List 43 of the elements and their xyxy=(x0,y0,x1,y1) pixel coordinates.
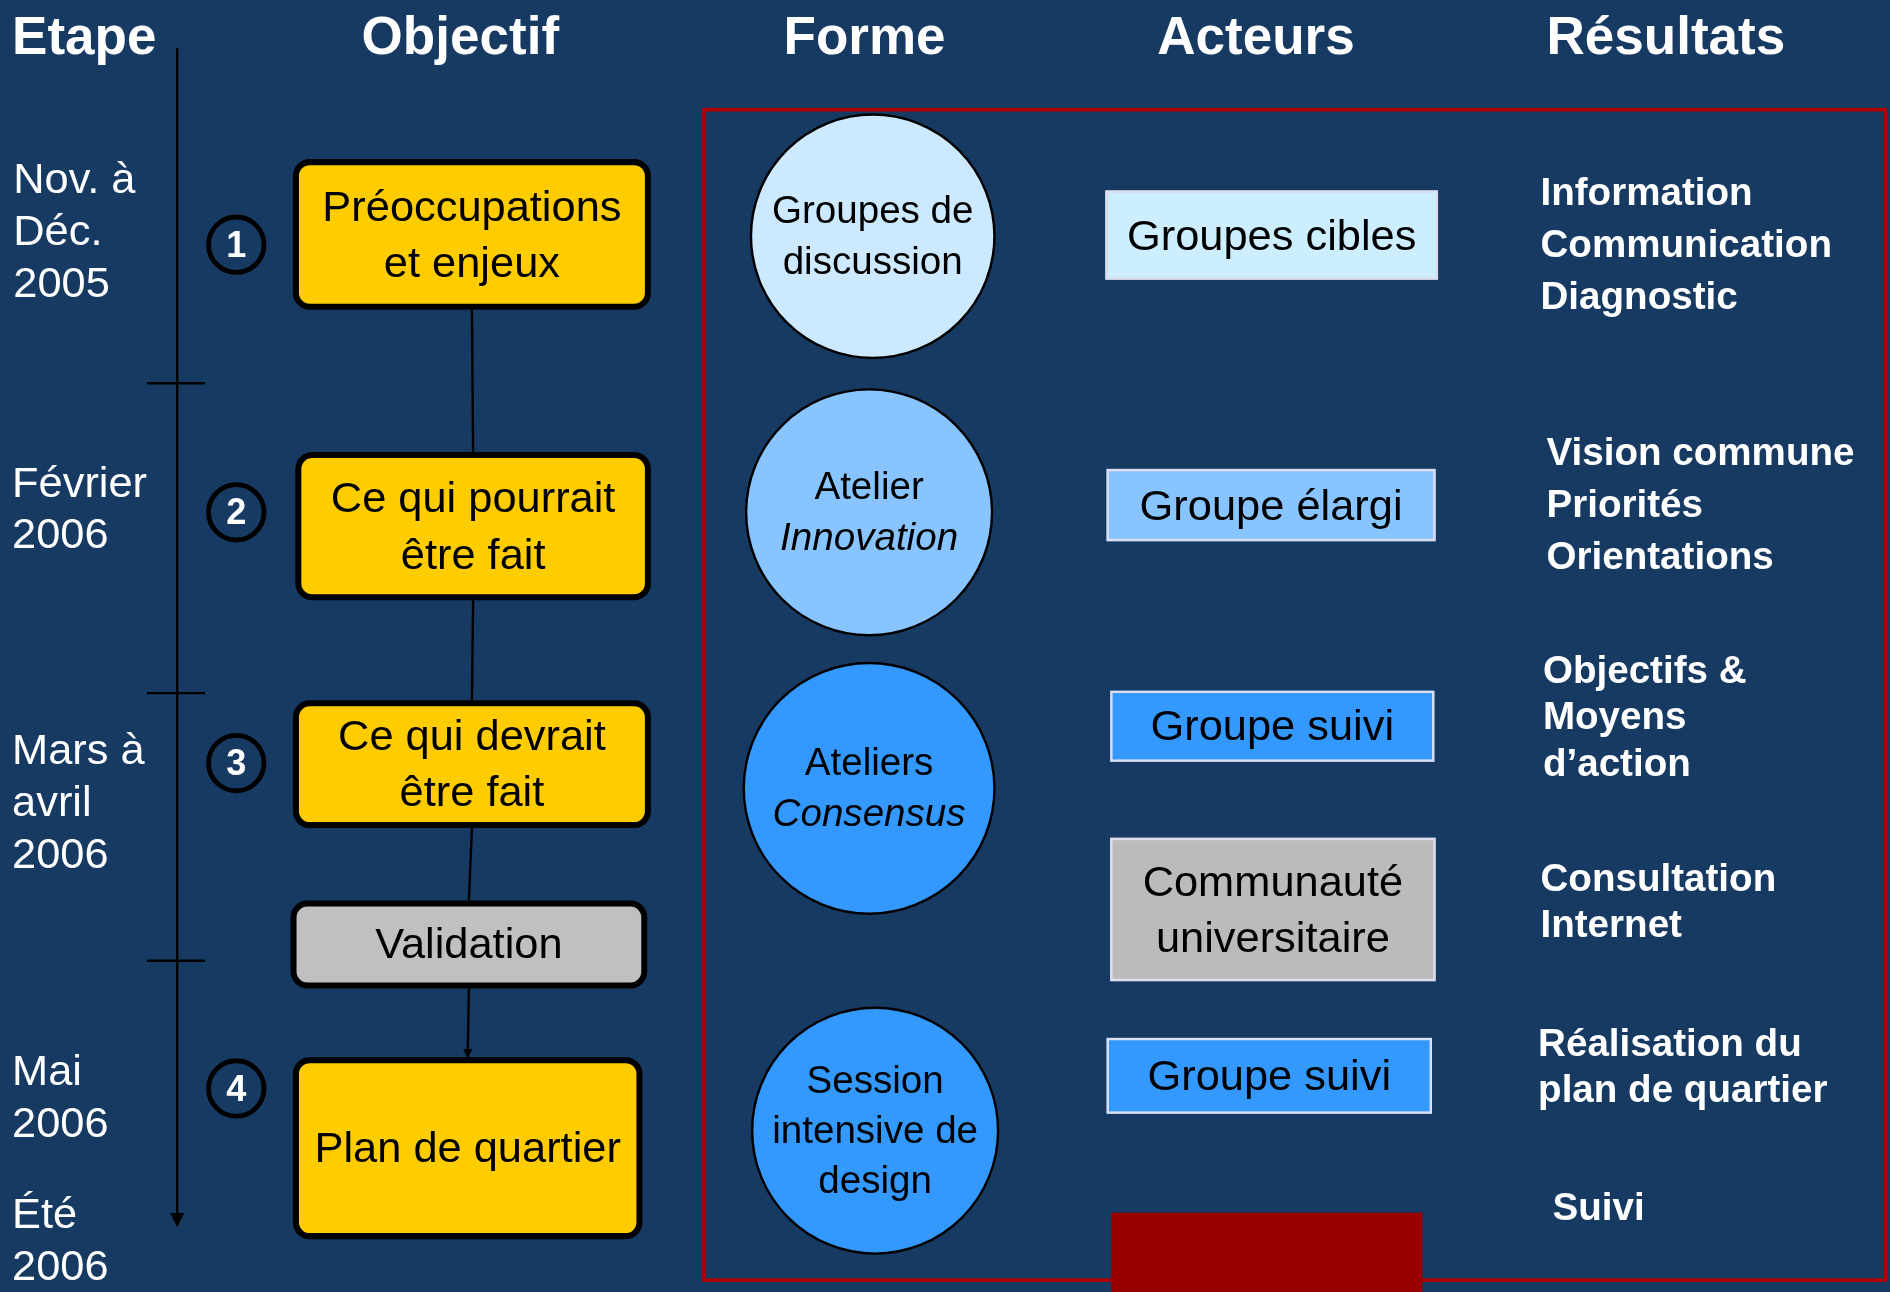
result-label: Réalisation du plan de quartier xyxy=(1538,1019,1829,1113)
step-number-circle: 1 xyxy=(206,214,267,275)
result-label: Vision commune xyxy=(1546,429,1855,476)
actor-box: Communauté universitaire xyxy=(1110,837,1436,982)
step-number-circle: 2 xyxy=(206,482,267,543)
result-label: Priorités xyxy=(1546,481,1703,528)
column-header: Acteurs xyxy=(1157,5,1355,68)
date-label: Été 2006 xyxy=(12,1187,110,1292)
banner-box xyxy=(1111,1212,1423,1292)
result-label: Diagnostic xyxy=(1540,272,1738,319)
objective-box: Validation xyxy=(290,900,648,989)
actor-box: Groupe suivi xyxy=(1110,690,1435,762)
objective-box: Plan de quartier xyxy=(292,1057,643,1240)
date-label: Nov. à Déc. 2005 xyxy=(13,152,137,309)
step-number-circle: 3 xyxy=(206,732,267,794)
format-circle: Atelier Innovation xyxy=(744,388,994,637)
column-header: Objectif xyxy=(361,5,560,68)
objective-box: Préoccupations et enjeux xyxy=(292,159,651,310)
result-label: Information xyxy=(1540,168,1753,216)
actor-box: Groupe élargi xyxy=(1106,468,1436,542)
format-circle: Ateliers Consensus xyxy=(742,661,996,915)
objective-box: Ce qui pourrait être fait xyxy=(295,452,651,601)
connector-line xyxy=(463,988,473,1059)
connector-line xyxy=(470,600,475,701)
connector-line xyxy=(467,828,474,901)
result-label: Objectifs & Moyens d’action xyxy=(1542,647,1748,787)
actor-box: Groupe suivi xyxy=(1106,1037,1432,1114)
actor-box: Groupes cibles xyxy=(1105,190,1439,280)
result-label: Consultation Internet xyxy=(1540,854,1778,948)
date-label: Mai 2006 xyxy=(12,1044,110,1148)
format-circle: Groupes de discussion xyxy=(749,113,996,360)
column-header: Etape xyxy=(12,5,157,68)
result-label: Orientations xyxy=(1546,533,1774,580)
column-header: Forme xyxy=(783,5,946,68)
date-label: Mars à avril 2006 xyxy=(12,723,146,880)
result-label: Suivi xyxy=(1552,1183,1645,1230)
connector-line xyxy=(470,309,475,453)
objective-box: Ce qui devrait être fait xyxy=(292,700,651,829)
column-header: Résultats xyxy=(1546,5,1786,68)
step-number-circle: 4 xyxy=(206,1058,267,1119)
format-circle: Session intensive de design xyxy=(750,1006,1000,1255)
result-label: Communication xyxy=(1540,220,1832,267)
date-label: Février 2006 xyxy=(12,455,149,560)
